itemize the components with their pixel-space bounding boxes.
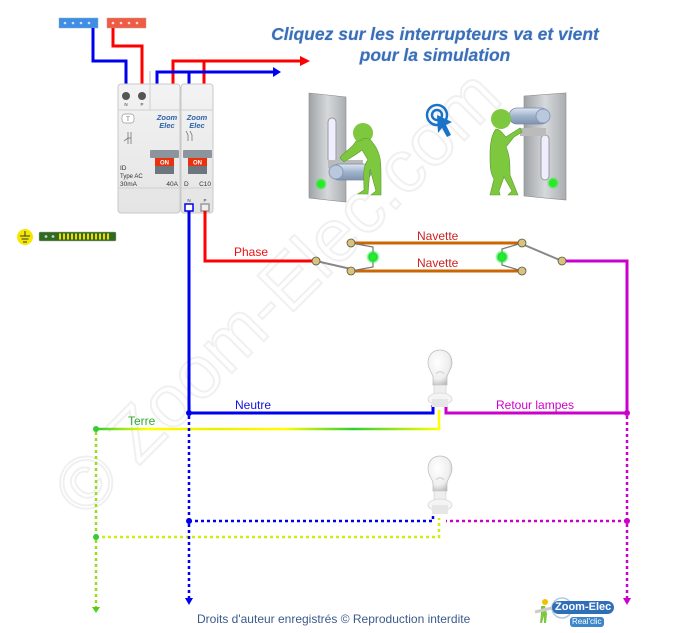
breaker-lever[interactable] [183,150,212,158]
neutre-label: Neutre [235,398,271,412]
circuit-breaker: Zoom Elec ON D C10 N P [180,83,214,214]
terminal-screw [138,92,146,100]
title-line-1: Cliquez sur les interrupteurs va et vien… [271,24,599,44]
contact-top [517,238,527,248]
earth-wire-lamp2-dotted [96,518,441,539]
lightbulb-icon [427,349,453,386]
retour-label: Retour lampes [496,398,574,412]
logo-sub-text: Real'clic [570,617,604,627]
type-label: Type AC [120,174,143,180]
figure-pushing-up [489,109,523,196]
instruction-title: Cliquez sur les interrupteurs va et vien… [250,24,620,66]
navette-bottom-label: Navette [417,256,459,270]
navette-top-label: Navette [417,229,459,243]
click-pointer-icon [425,103,452,137]
phase-feed-wire [111,28,144,86]
lamp-1 [427,349,453,407]
brand-label: Elec [189,121,205,130]
right-two-way-switch[interactable] [495,238,567,276]
test-button[interactable] [121,113,135,124]
phase-distribution-bar [106,17,147,29]
terminal-n-label: N [187,198,190,203]
on-label: ON [193,161,202,167]
switch-indicator-light [315,178,327,190]
earth-bar [17,229,117,245]
phase-label: Phase [234,245,268,259]
phase-wire [203,211,313,263]
on-indicator [155,158,174,166]
contact-common [311,256,321,266]
neutral-out-wire [155,70,275,86]
type-label: ID [120,165,127,172]
left-two-way-switch[interactable] [311,238,380,276]
on-label: ON [160,161,169,167]
phase-out-wire [171,59,302,86]
brand-label: Elec [159,121,175,130]
right-switch-button[interactable] [489,92,567,201]
on-indicator [188,158,207,166]
breaker-symbol-icon [185,130,193,141]
earth-wire-lamp1 [96,410,441,431]
logo-main-text: Zoom-Elec [552,601,615,614]
differential-breaker: N P T Zoom Elec ON ID Type AC 30mA 40A [117,83,181,214]
sensitivity-label: 30mA [120,181,138,188]
earth-ground-icon [17,229,33,245]
figure-pushing-down [339,123,382,196]
terminal-n-label: N [124,102,127,107]
lightbulb-icon [427,455,453,492]
lamp-2 [427,455,453,514]
return-wire [566,259,629,413]
neutral-wire-lamp2-dotted [189,514,435,523]
earth-arrow-icon [92,607,100,613]
terminal-screw [122,92,130,100]
contact-bottom [517,266,527,276]
terminal-p-label: P [140,102,143,107]
switch-blade [315,260,352,270]
neutral-feed-wire [91,28,128,86]
neutral-wire-lamp1 [189,405,435,415]
neutral-distribution-bar [58,17,99,29]
rating-label: 40A [166,181,178,188]
contact-bottom [346,266,356,276]
neutral-arrow-icon [273,67,281,77]
return-arrow-down-icon [623,598,631,605]
brand-label: Zoom [186,113,208,122]
switch-blade [521,243,563,262]
terre-label: Terre [128,414,156,428]
breaker-lever[interactable] [150,150,179,158]
curve-label: D [184,181,189,188]
terminal-n [184,203,194,212]
contact-common [557,256,567,266]
phase-arrow-icon [300,56,310,66]
test-button-label: T [126,117,130,123]
rating-label: C10 [199,181,211,188]
title-line-2: pour la simulation [359,45,511,65]
left-switch-button[interactable] [308,92,382,203]
contact-top [346,238,356,248]
return-wire-lamp1 [444,405,627,415]
switch-indicator-light [547,177,559,189]
copyright-footer: Droits d'auteur enregistrés © Reproducti… [197,612,471,626]
terminal-p [200,203,210,212]
brand-label: Zoom [156,113,178,122]
differential-symbol-icon [123,132,132,144]
terminal-p-label: P [203,198,206,203]
neutral-arrow-down-icon [185,598,193,605]
